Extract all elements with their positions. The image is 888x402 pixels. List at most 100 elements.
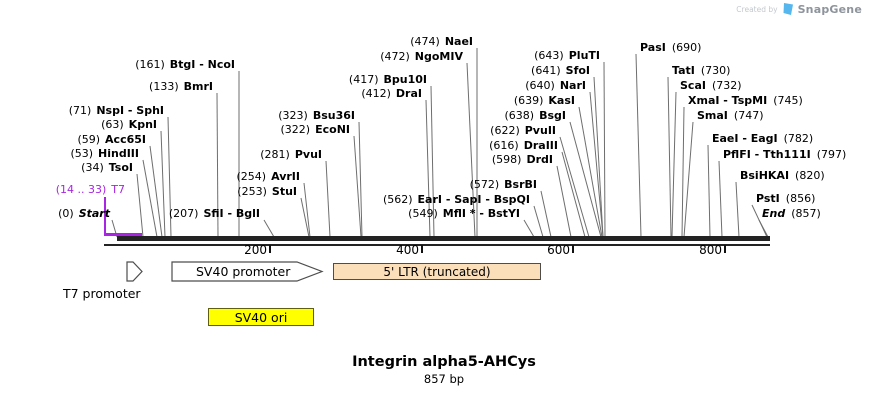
site-label-acc65i[interactable]: (59)Acc65I — [77, 133, 146, 146]
site-label-avrii[interactable]: (254)AvrII — [236, 170, 301, 183]
site-label-hindiii[interactable]: (53)HindIII — [70, 147, 139, 160]
leader-line — [540, 190, 552, 238]
leader-line — [303, 182, 311, 238]
map-title: Integrin alpha5-AHCys — [352, 354, 536, 370]
leader-line — [263, 219, 275, 238]
site-label-btgi-ncoi[interactable]: (161)BtgI - NcoI — [135, 58, 235, 71]
leader-line — [578, 106, 603, 238]
leader-line — [216, 92, 219, 238]
leader-line — [167, 116, 172, 238]
site-label-kasi[interactable]: (639)KasI — [513, 94, 575, 107]
leader-line — [353, 135, 362, 238]
leader-line — [593, 76, 604, 238]
leader-line — [671, 91, 677, 238]
sv40-ori-label: SV40 ori — [234, 309, 288, 325]
ruler-tick-400 — [421, 245, 423, 253]
site-label-drai[interactable]: (412)DraI — [361, 87, 422, 100]
leader-line — [569, 121, 602, 238]
ruler-label-800: 800 — [699, 243, 722, 257]
leader-line — [683, 121, 694, 238]
created-by-text: Created by — [736, 5, 778, 14]
leader-line — [358, 121, 363, 238]
site-label-bsu36i[interactable]: (323)Bsu36I — [278, 109, 355, 122]
ruler-label-200: 200 — [244, 243, 267, 257]
site-label-mfli-bstyi[interactable]: (549)MflI * - BstYI — [408, 207, 520, 220]
ruler-tick-200 — [269, 245, 271, 253]
leader-line — [300, 197, 310, 238]
ltr-feature-label: 5' LTR (truncated) — [383, 264, 491, 279]
leader-line — [707, 144, 711, 238]
leader-line — [325, 160, 331, 238]
site-label-naei[interactable]: (474)NaeI — [410, 35, 473, 48]
site-label-bsrbi[interactable]: (572)BsrBI — [469, 178, 537, 191]
leader-line — [603, 61, 606, 238]
site-label-bsihkai[interactable]: BsiHKAI(820) — [740, 169, 825, 182]
site-label-kpni[interactable]: (63)KpnI — [101, 118, 157, 131]
leader-line — [149, 145, 163, 238]
leader-line — [589, 91, 604, 238]
site-label-pflfi-tth111i[interactable]: PflFI - Tth111I(797) — [723, 148, 847, 161]
leader-line — [556, 165, 572, 238]
ruler-tick-800 — [724, 245, 726, 253]
t7-promoter-label: T7 promoter — [63, 286, 141, 301]
site-label-eari-sapi-bspqi[interactable]: (562)EarI - SapI - BspQI — [382, 193, 530, 206]
leader-line — [136, 173, 144, 238]
site-label-bsgi[interactable]: (638)BsgI — [504, 109, 567, 122]
site-label-pasi[interactable]: PasI(690) — [640, 41, 702, 54]
leader-line — [667, 76, 672, 238]
leader-line — [533, 205, 544, 238]
ltr-feature-box[interactable]: 5' LTR (truncated) — [333, 263, 541, 280]
leader-line — [635, 53, 642, 238]
site-label-scai[interactable]: ScaI(732) — [680, 79, 742, 92]
ruler-label-600: 600 — [547, 243, 570, 257]
site-label-psti[interactable]: PstI(856) — [756, 192, 816, 205]
site-label-draiii[interactable]: (616)DraIII — [489, 139, 558, 152]
map-length: 857 bp — [423, 372, 465, 386]
leader-line — [466, 62, 476, 238]
end-label[interactable]: End(857) — [762, 207, 821, 220]
ruler-tick-600 — [572, 245, 574, 253]
site-label-tsoi[interactable]: (34)TsoI — [81, 161, 133, 174]
site-label-pvui[interactable]: (281)PvuI — [260, 148, 322, 161]
start-label[interactable]: (0)Start — [58, 207, 110, 220]
sv40-ori-feature-box[interactable]: SV40 ori — [208, 308, 314, 326]
leader-line — [735, 181, 740, 238]
leader-line — [718, 160, 723, 238]
leader-line — [559, 136, 590, 238]
t7-region-label[interactable]: (14 .. 33)T7 — [55, 183, 125, 196]
site-label-bpu10i[interactable]: (417)Bpu10I — [348, 73, 427, 86]
leader-line — [681, 106, 685, 238]
site-label-tati[interactable]: TatI(730) — [672, 64, 731, 77]
t7-region-span[interactable] — [104, 233, 142, 236]
site-label-econi[interactable]: (322)EcoNI — [280, 123, 350, 136]
sequence-bar-underline — [104, 244, 770, 246]
site-label-pluti[interactable]: (643)PluTI — [534, 49, 600, 62]
leader-line — [142, 159, 158, 238]
leader-line — [758, 219, 769, 238]
site-label-ngomiv[interactable]: (472)NgoMIV — [380, 50, 463, 63]
snapgene-credit: Created by SnapGene — [736, 3, 862, 16]
t7-promoter-arrow[interactable] — [126, 261, 143, 282]
t7-region-leader — [104, 197, 106, 234]
snapgene-logo-icon — [783, 3, 793, 15]
site-label-smai[interactable]: SmaI(747) — [697, 109, 764, 122]
leader-line — [160, 130, 166, 238]
site-label-sfoi[interactable]: (641)SfoI — [531, 64, 590, 77]
site-label-eaei-eagi[interactable]: EaeI - EagI(782) — [712, 132, 814, 145]
title-block: Integrin alpha5-AHCys 857 bp — [0, 354, 888, 386]
site-label-drdi[interactable]: (598)DrdI — [491, 153, 553, 166]
ruler-label-400: 400 — [396, 243, 419, 257]
site-label-stui[interactable]: (253)StuI — [237, 185, 297, 198]
site-label-pvuii[interactable]: (622)PvuII — [490, 124, 556, 137]
sv40-promoter-arrow[interactable] — [171, 261, 324, 282]
site-label-xmai-tspmi[interactable]: XmaI - TspMI(745) — [688, 94, 803, 107]
site-label-sfii-bgli[interactable]: (207)SfiI - BglI — [168, 207, 260, 220]
sequence-bar — [117, 236, 770, 241]
leader-line — [425, 99, 431, 238]
site-label-nspi-sphi[interactable]: (71)NspI - SphI — [68, 104, 164, 117]
leader-line — [430, 85, 435, 238]
site-label-bmri[interactable]: (133)BmrI — [149, 80, 213, 93]
site-label-nari[interactable]: (640)NarI — [525, 79, 586, 92]
